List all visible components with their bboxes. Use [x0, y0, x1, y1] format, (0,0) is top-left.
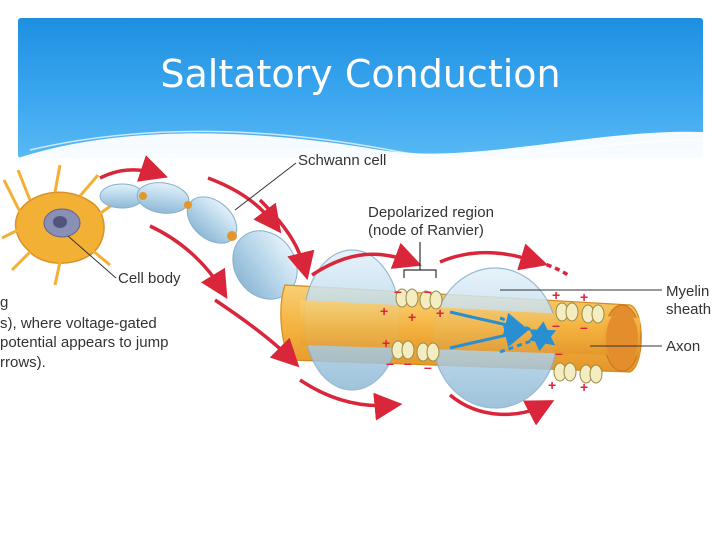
- svg-text:–: –: [580, 319, 588, 335]
- slide-title: Saltatory Conduction: [160, 52, 561, 96]
- label-sheath: sheath: [666, 301, 711, 318]
- charge-markers: + + + – – + – – – + + – – – + +: [380, 283, 588, 395]
- banner-wave-line: [29, 130, 704, 158]
- ion-channels: [391, 288, 605, 384]
- svg-text:+: +: [548, 377, 556, 393]
- caption-line-1: g: [0, 294, 8, 311]
- svg-text:–: –: [555, 345, 563, 361]
- blue-current-arrows: [449, 310, 557, 354]
- schwann-cells-small: [99, 182, 298, 300]
- label-myelin: Myelin: [666, 283, 709, 300]
- red-signal-arrows: [99, 155, 569, 426]
- label-depolarized-region: Depolarized region: [368, 204, 494, 221]
- svg-text:–: –: [424, 283, 432, 299]
- svg-text:–: –: [404, 355, 412, 371]
- svg-text:–: –: [552, 317, 560, 333]
- svg-text:+: +: [436, 305, 444, 321]
- label-axon: Axon: [666, 338, 700, 355]
- svg-text:–: –: [394, 283, 402, 299]
- caption-line-3: potential appears to jump: [0, 334, 168, 351]
- svg-text:+: +: [580, 379, 588, 395]
- leader-lines: [67, 162, 662, 347]
- cell-body: [1, 164, 113, 286]
- svg-text:–: –: [386, 355, 394, 371]
- svg-text:+: +: [382, 335, 390, 351]
- caption-line-4: rrows).: [0, 354, 46, 371]
- label-node-of-ranvier: (node of Ranvier): [368, 222, 484, 239]
- svg-text:+: +: [408, 309, 416, 325]
- label-cell-body: Cell body: [118, 270, 181, 287]
- svg-text:+: +: [552, 287, 560, 303]
- caption-line-2: s), where voltage-gated: [0, 315, 157, 332]
- svg-text:–: –: [424, 359, 432, 375]
- label-schwann-cell: Schwann cell: [298, 152, 386, 169]
- node-bracket: [403, 242, 437, 278]
- svg-text:+: +: [380, 303, 388, 319]
- svg-text:+: +: [580, 289, 588, 305]
